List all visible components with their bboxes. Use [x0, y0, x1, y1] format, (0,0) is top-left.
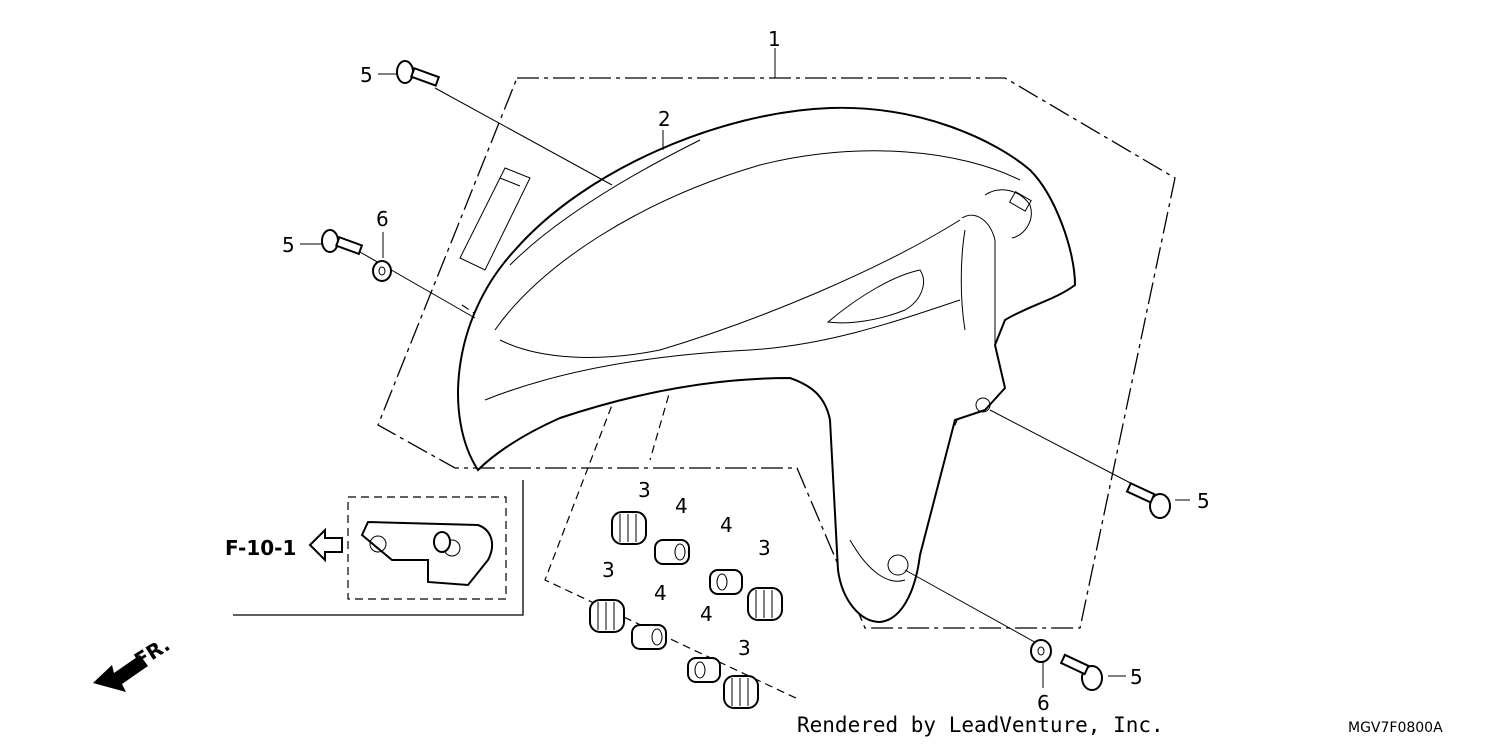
- callout-collar-3: 4: [720, 513, 733, 537]
- reference-arrow-icon: [308, 527, 343, 563]
- collar-4[interactable]: [687, 657, 721, 683]
- callout-fender: 2: [658, 107, 671, 131]
- reference-inset: [233, 480, 524, 616]
- reference-label[interactable]: F-10-1: [225, 536, 296, 560]
- front-fender[interactable]: [457, 106, 1077, 624]
- cushion-1[interactable]: [611, 511, 647, 545]
- callout-washer-left: 6: [376, 207, 389, 231]
- callout-bolt-lower: 5: [1130, 665, 1143, 689]
- callout-cushion-2: 3: [602, 558, 615, 582]
- washer-lower[interactable]: [1030, 639, 1052, 663]
- callout-bolt-left: 5: [282, 233, 295, 257]
- bolt-upper[interactable]: [396, 60, 441, 87]
- bolt-lower[interactable]: [1059, 653, 1103, 691]
- callout-fender-assy: 1: [768, 27, 781, 51]
- callout-collar-1: 4: [675, 494, 688, 518]
- callout-bolt-upper: 5: [360, 63, 373, 87]
- assembly-outline: [377, 48, 1176, 629]
- collar-2[interactable]: [631, 624, 667, 650]
- diagram-code: MGV7F0800A: [1348, 720, 1443, 736]
- caution-label: [459, 167, 531, 271]
- front-direction-arrow-icon: [93, 655, 148, 692]
- cushion-3[interactable]: [747, 587, 783, 621]
- callout-bolt-right: 5: [1197, 489, 1210, 513]
- callout-cushion-3: 3: [758, 536, 771, 560]
- cushion-2[interactable]: [589, 599, 625, 633]
- bolt-right[interactable]: [1125, 481, 1171, 519]
- washer-left[interactable]: [372, 260, 392, 282]
- render-credit: Rendered by LeadVenture, Inc.: [797, 713, 1164, 737]
- callout-cushion-1: 3: [638, 478, 651, 502]
- bolt-left[interactable]: [321, 229, 364, 256]
- collar-1[interactable]: [654, 539, 690, 565]
- callout-washer-lower: 6: [1037, 691, 1050, 715]
- collar-3[interactable]: [709, 569, 743, 595]
- callout-cushion-4: 3: [738, 636, 751, 660]
- callout-collar-2: 4: [654, 581, 667, 605]
- callout-collar-4: 4: [700, 602, 713, 626]
- cushion-4[interactable]: [723, 675, 759, 709]
